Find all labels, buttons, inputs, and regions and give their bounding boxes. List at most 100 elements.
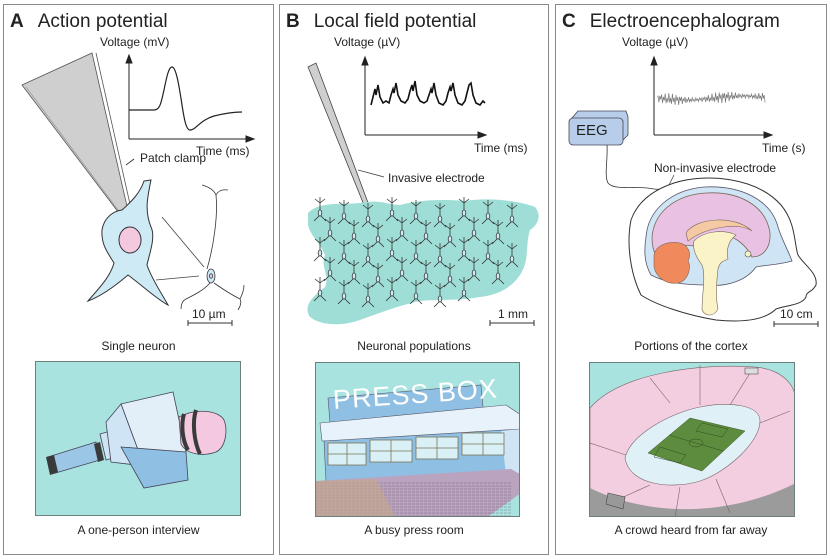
neuron-soma bbox=[413, 292, 419, 300]
pyramidal-neuron bbox=[337, 200, 351, 225]
pyramidal-neuron bbox=[481, 200, 495, 225]
pyramidal-neuron bbox=[313, 237, 327, 262]
pyramidal-neuron bbox=[323, 257, 337, 282]
pituitary bbox=[744, 250, 752, 258]
pyramidal-neuron bbox=[385, 237, 399, 262]
neuron-soma bbox=[485, 252, 491, 260]
neuron-soma bbox=[413, 252, 419, 260]
pyramidal-neuron bbox=[491, 260, 505, 285]
zoom-line bbox=[155, 275, 200, 281]
instrument-label: Invasive electrode bbox=[388, 171, 485, 185]
pyramidal-neuron bbox=[467, 257, 481, 282]
pyramidal-neuron bbox=[419, 220, 433, 245]
neuron-soma bbox=[327, 229, 333, 237]
neuronal-tissue bbox=[307, 199, 539, 325]
press-box-windows bbox=[327, 432, 505, 466]
neuron-soma bbox=[437, 215, 443, 223]
neuron-soma bbox=[423, 232, 429, 240]
small-neuron bbox=[180, 184, 245, 311]
leader-line bbox=[125, 158, 135, 166]
analogy-scene-press-box: PRESS BOX bbox=[315, 362, 520, 517]
pitch-markings bbox=[653, 422, 729, 464]
corpus-callosum bbox=[685, 219, 753, 242]
analogy-scene-stadium bbox=[589, 362, 795, 517]
pyramidal-neuron bbox=[419, 260, 433, 285]
pyramidal-neuron bbox=[457, 237, 471, 262]
pyramidal-neuron bbox=[409, 200, 423, 225]
neuron-soma bbox=[447, 275, 453, 283]
panel-letter: A bbox=[10, 11, 24, 32]
neuron-soma bbox=[399, 229, 405, 237]
panel-title: B Local field potential bbox=[286, 11, 476, 33]
panel-title: C Electroencephalogram bbox=[562, 11, 780, 33]
scale-bar bbox=[489, 320, 535, 326]
pyramidal-neuron bbox=[409, 280, 423, 305]
pyramidal-neuron bbox=[371, 263, 385, 288]
leader-line bbox=[357, 169, 385, 178]
y-axis-label: Voltage (µV) bbox=[334, 35, 401, 49]
action-potential-trace bbox=[129, 66, 243, 131]
neuron-soma bbox=[351, 272, 357, 280]
zoom-line bbox=[161, 216, 205, 268]
neuron-soma bbox=[375, 275, 381, 283]
eeg-wire bbox=[605, 144, 673, 190]
neuron-soma bbox=[461, 289, 467, 297]
neuron-soma bbox=[341, 212, 347, 220]
panel-letter: C bbox=[562, 11, 576, 32]
neuron-soma bbox=[365, 295, 371, 303]
subject-caption: Single neuron bbox=[101, 339, 176, 353]
subject-caption: Neuronal populations bbox=[357, 339, 471, 353]
pyramidal-neuron bbox=[347, 260, 361, 285]
scale-bar-label: 10 cm bbox=[780, 307, 813, 321]
x-axis-label: Time (ms) bbox=[474, 141, 528, 155]
x-axis-label: Time (s) bbox=[762, 141, 806, 155]
pyramidal-neuron bbox=[443, 263, 457, 288]
pyramidal-neuron bbox=[361, 203, 375, 228]
neuron-soma bbox=[495, 232, 501, 240]
neuron-soma bbox=[389, 249, 395, 257]
lfp-graph bbox=[307, 55, 539, 326]
neuron-soma bbox=[399, 269, 405, 277]
pyramidal-neuron bbox=[347, 220, 361, 245]
pyramidal-neuron bbox=[371, 223, 385, 248]
panel-title-text: Local field potential bbox=[313, 11, 477, 32]
pyramidal-neuron bbox=[337, 240, 351, 265]
pyramidal-neuron bbox=[313, 197, 327, 222]
brain-stem bbox=[693, 231, 737, 316]
neuron-soma bbox=[485, 212, 491, 220]
x-axis-arrow bbox=[477, 131, 488, 139]
y-axis-label: Voltage (µV) bbox=[622, 35, 689, 49]
panel-local-field-potential: B Local field potential Voltage (µV) Time… bbox=[279, 4, 549, 555]
neuron-soma bbox=[471, 269, 477, 277]
scoreboard bbox=[744, 367, 759, 375]
panel-title-text: Electroencephalogram bbox=[589, 11, 780, 32]
football-pitch bbox=[647, 417, 746, 472]
panel-letter: B bbox=[286, 11, 300, 32]
eeg-device-label: EEG bbox=[576, 122, 608, 139]
neuron-soma bbox=[317, 289, 323, 297]
neuron-soma bbox=[341, 252, 347, 260]
cerebellum bbox=[653, 242, 690, 284]
pyramidal-neuron bbox=[385, 197, 399, 222]
graph-axes bbox=[650, 55, 774, 139]
graph-axes bbox=[125, 53, 256, 143]
neuron-soma bbox=[437, 295, 443, 303]
y-axis-arrow bbox=[361, 55, 369, 66]
pyramidal-neuron bbox=[323, 217, 337, 242]
neuron-soma bbox=[461, 249, 467, 257]
press-box-illustration bbox=[316, 384, 519, 516]
pyramidal-neuron bbox=[361, 243, 375, 268]
pyramidal-neuron bbox=[505, 203, 519, 228]
pyramidal-neuron bbox=[457, 277, 471, 302]
neuron-soma bbox=[341, 292, 347, 300]
pyramidal-neuron bbox=[467, 217, 481, 242]
eeg-device bbox=[568, 110, 629, 146]
pyramidal-neuron bbox=[409, 240, 423, 265]
scale-bar bbox=[187, 320, 233, 326]
pyramidal-neuron bbox=[395, 257, 409, 282]
neuron-soma bbox=[365, 255, 371, 263]
stadium-illustration bbox=[590, 365, 794, 516]
neuron-soma bbox=[375, 235, 381, 243]
analogy-scene-microphone bbox=[35, 361, 241, 516]
